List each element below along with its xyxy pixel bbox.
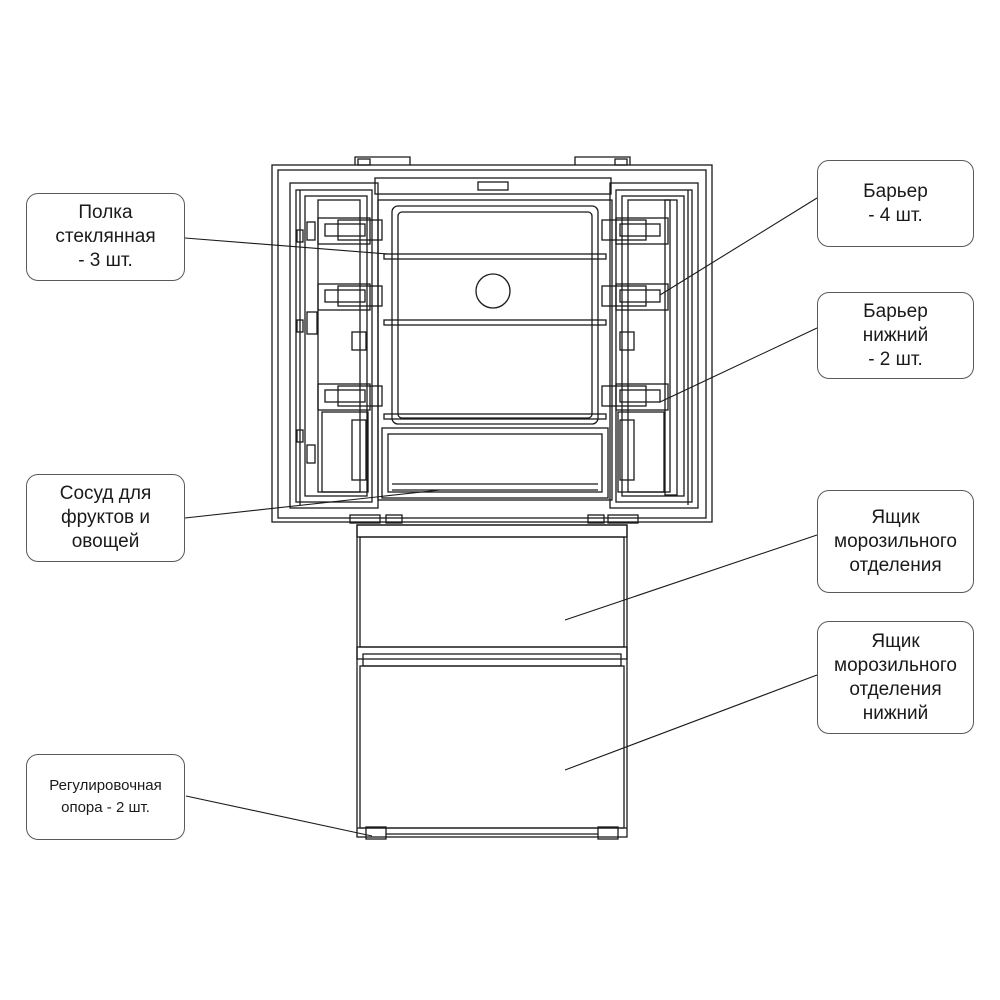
leader-lower-barrier <box>659 327 818 403</box>
callout-text-line: Регулировочная <box>49 777 162 794</box>
adjustable-foot-left <box>365 826 387 840</box>
leader-glass-shelf <box>184 237 389 255</box>
leader-freezer-drawer-lower <box>564 674 818 771</box>
left-door <box>289 182 379 509</box>
callout-text-line: фруктов и <box>60 507 151 528</box>
callout-glass-shelf: Полка стеклянная - 3 шт. <box>26 193 185 281</box>
callout-text-line: овощей <box>71 531 140 552</box>
callout-text-line: нижний <box>862 324 929 346</box>
leader-freezer-drawer <box>564 534 818 621</box>
callout-text-line: нижний <box>862 702 929 724</box>
freezer-drawer-lower <box>359 665 625 829</box>
callout-text-line: Ящик <box>871 506 920 528</box>
fruit-vegetable-bin <box>381 427 609 499</box>
glass-shelf-2 <box>383 319 607 326</box>
fan-vent <box>475 273 511 309</box>
leader-lines <box>184 197 818 837</box>
callout-text-line: Ящик <box>871 630 920 652</box>
glass-shelf-1 <box>383 253 607 260</box>
callout-text-line: морозильного <box>834 530 957 552</box>
callout-text-line: Барьер <box>863 300 928 322</box>
callout-text-line: стеклянная <box>55 226 156 247</box>
callout-text-line: - 4 шт. <box>868 204 923 226</box>
callout-door-barrier: Барьер - 4 шт. <box>817 160 974 247</box>
callout-lower-barrier: Барьер нижний - 2 шт. <box>817 292 974 379</box>
leader-fruit-bin <box>184 489 441 519</box>
callout-text-line: - 2 шт. <box>868 348 923 370</box>
callout-text-line: Сосуд для <box>59 483 152 504</box>
callout-text-line: морозильного <box>834 654 957 676</box>
callout-text-line: Барьер <box>863 180 928 202</box>
leader-door-barrier <box>659 197 818 296</box>
callout-text-line: отделения <box>849 554 942 576</box>
right-door <box>609 182 699 509</box>
fridge-cabinet <box>271 156 713 523</box>
freezer-drawer-upper <box>359 536 625 648</box>
callout-text-line: опора - 2 шт. <box>61 799 150 816</box>
interior-compartment <box>337 199 647 501</box>
glass-shelf-3 <box>383 413 607 420</box>
callout-freezer-drawer: Ящик морозильного отделения <box>817 490 974 593</box>
callout-text-line: Полка <box>78 202 133 223</box>
callout-text-line: отделения <box>849 678 942 700</box>
callout-text-line: - 3 шт. <box>78 250 133 271</box>
adjustable-foot-right <box>597 826 619 840</box>
leader-adjustable-foot <box>185 795 373 837</box>
callout-fruit-vegetable-bin: Сосуд для фруктов и овощей <box>26 474 185 562</box>
freezer-section <box>356 524 628 840</box>
callout-adjustable-foot: Регулировочная опора - 2 шт. <box>26 754 185 840</box>
callout-freezer-drawer-lower: Ящик морозильного отделения нижний <box>817 621 974 734</box>
bottom-hinges <box>349 514 639 524</box>
